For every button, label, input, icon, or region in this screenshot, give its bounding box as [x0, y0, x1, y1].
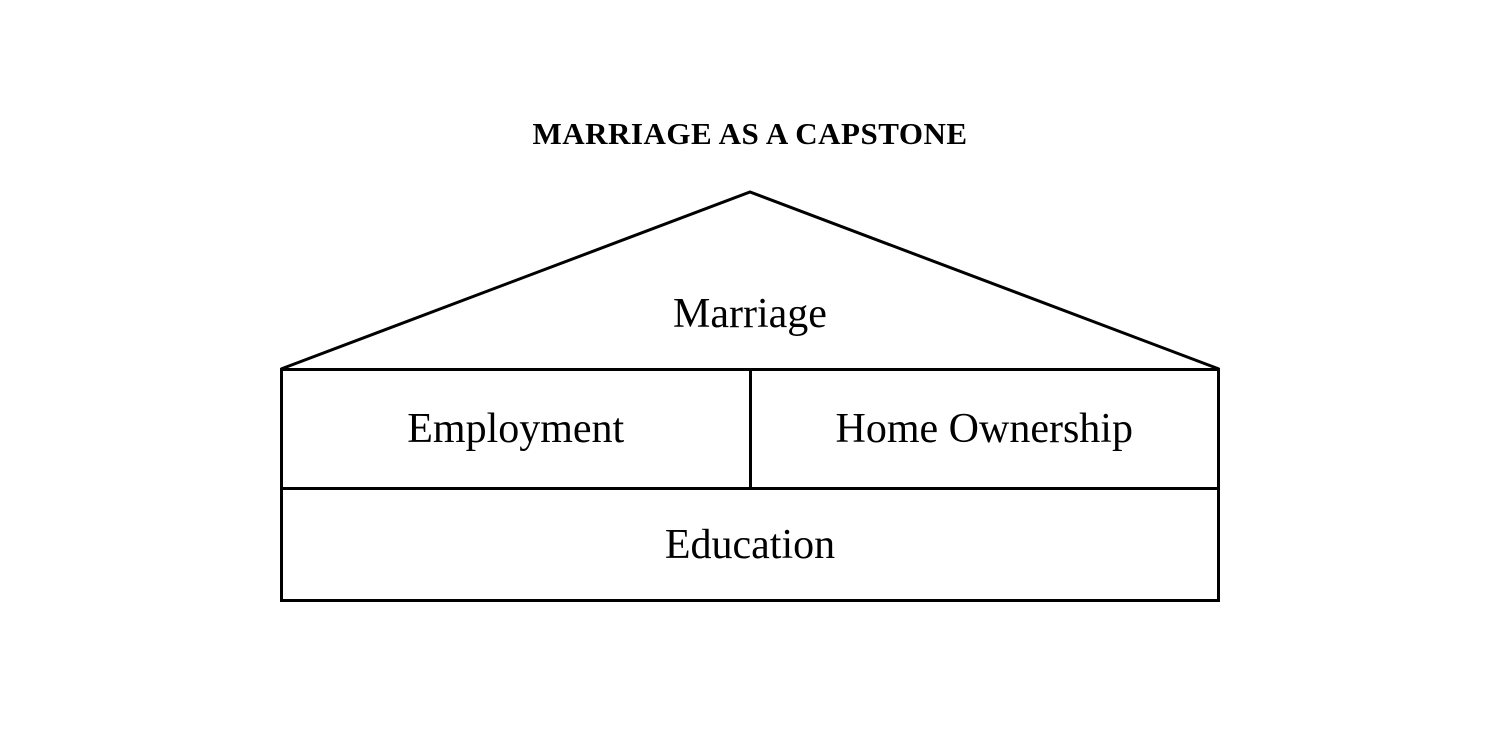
diagram-title: MARRIAGE AS A CAPSTONE	[532, 116, 968, 151]
cell-employment: Employment	[283, 371, 752, 487]
cell-home-ownership: Home Ownership	[752, 371, 1218, 487]
middle-row: Employment Home Ownership	[280, 368, 1220, 490]
base-row: Education	[280, 487, 1220, 602]
employment-label: Employment	[407, 406, 625, 452]
education-label: Education	[664, 521, 836, 568]
roof-label-marriage: Marriage	[673, 291, 827, 337]
home-ownership-label: Home Ownership	[835, 406, 1133, 452]
